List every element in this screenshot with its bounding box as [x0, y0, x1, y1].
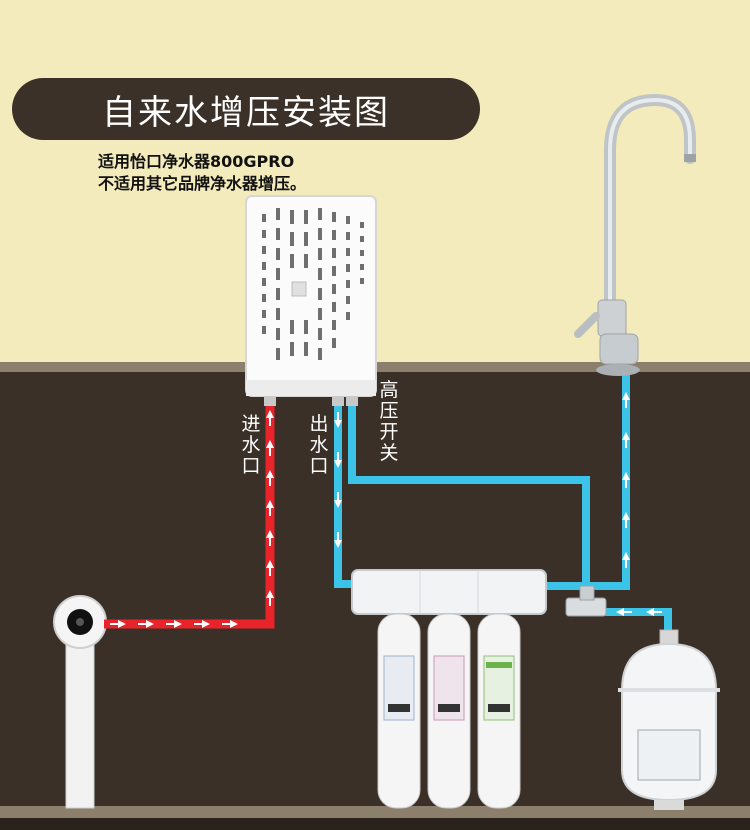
- subtitle-line-2: 不适用其它品牌净水器增压。: [98, 174, 307, 193]
- inlet-label-char: 口: [241, 455, 261, 477]
- supply-pipe-core: [76, 618, 84, 626]
- high-pressure-switch-label: 高 压 开 关: [378, 380, 400, 464]
- tee-fitting: [565, 597, 607, 617]
- floor-shadow: [0, 818, 750, 830]
- inlet-label-char: 水: [241, 434, 261, 456]
- tee-fitting-top: [579, 585, 595, 601]
- tank-pipe: [596, 608, 672, 640]
- subtitle-line-1: 适用怡口净水器800GPRO: [98, 152, 295, 171]
- high-pressure-switch-pipe: [348, 404, 590, 590]
- faucet: [574, 93, 696, 376]
- filter-unit: [351, 569, 547, 809]
- outlet-label-char: 口: [309, 455, 329, 477]
- booster-pump: [245, 195, 377, 406]
- hp-switch-label-char: 高: [379, 379, 399, 401]
- blue-flow-arrows: [334, 392, 662, 616]
- hp-switch-label-char: 开: [379, 421, 399, 443]
- hp-switch-label-char: 关: [379, 442, 399, 464]
- outlet-label-char: 水: [309, 434, 329, 456]
- inlet-label: 进 水 口: [240, 414, 262, 477]
- supply-pipe-vertical: [65, 619, 95, 809]
- faucet-feed-pipe: [586, 372, 630, 590]
- inlet-label-char: 进: [241, 413, 261, 435]
- pressure-tank: [618, 629, 720, 810]
- hp-switch-label-char: 压: [379, 400, 399, 422]
- outlet-label-char: 出: [309, 413, 329, 435]
- page-title: 自来水增压安装图: [12, 78, 480, 140]
- outlet-label: 出 水 口: [308, 414, 330, 477]
- inlet-flow-arrows: [110, 410, 274, 628]
